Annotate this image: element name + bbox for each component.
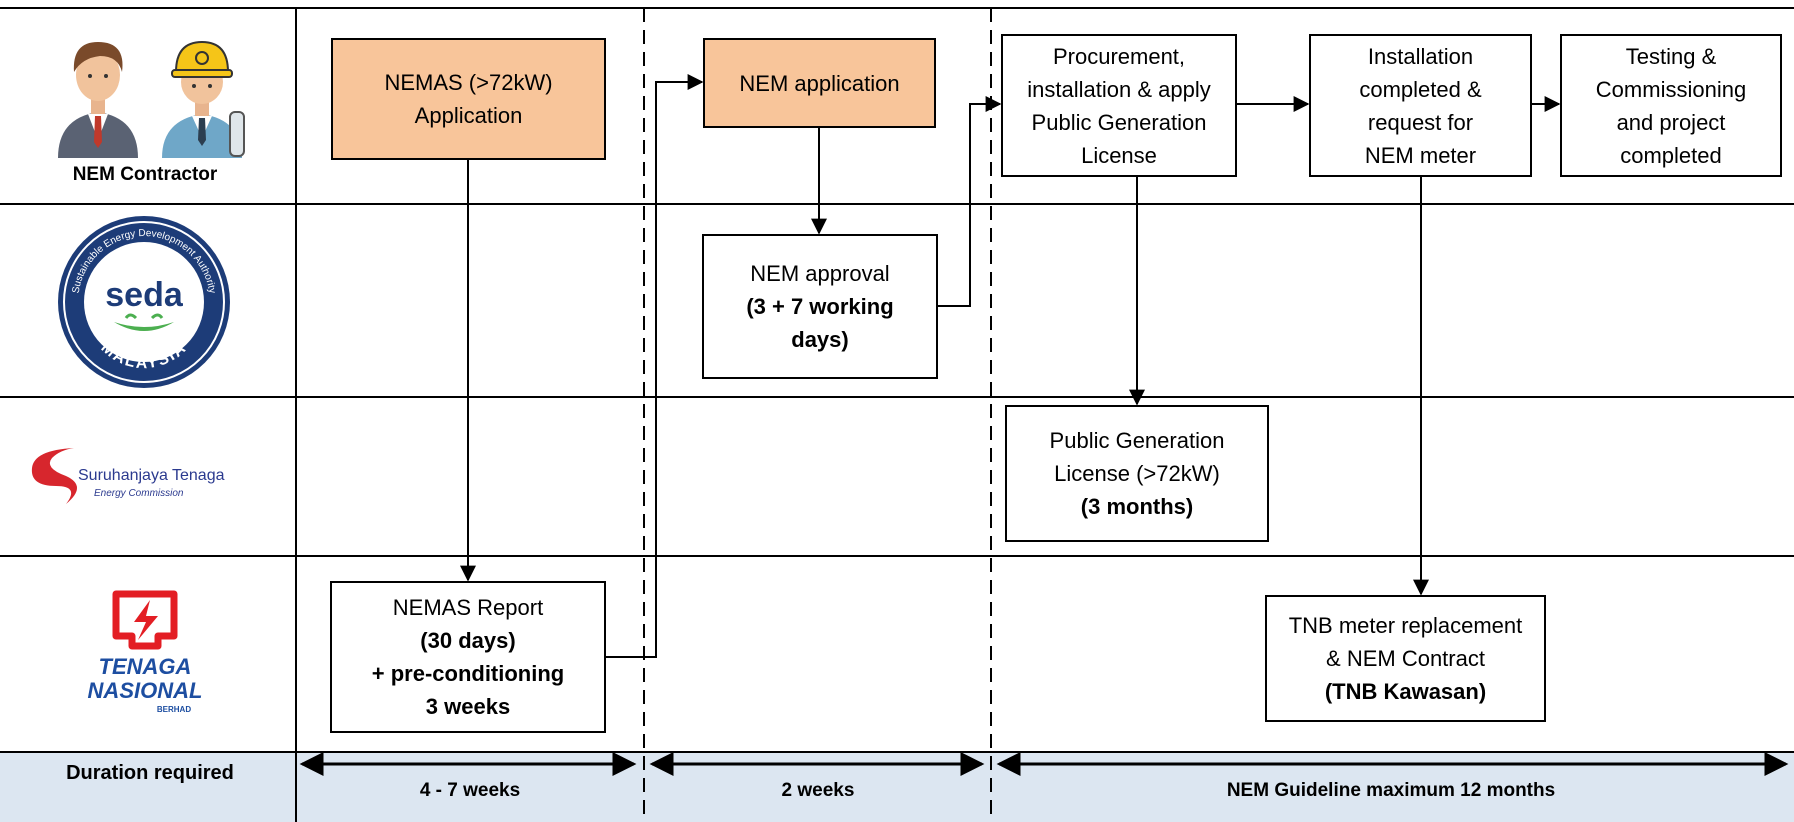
tnb-line1-text: TENAGA — [99, 654, 192, 679]
nem-approval-box: NEM approval (3 + 7 working days) — [702, 234, 938, 379]
hard-hat-icon — [174, 40, 230, 73]
duration-phase-2-label: 2 weeks — [781, 780, 855, 801]
procurement-line-1: Procurement, — [1052, 43, 1186, 69]
nemas-report-box: NEMAS Report (30 days) + pre-conditionin… — [330, 581, 606, 733]
testing-commissioning-box: Testing & Commissioning and project comp… — [1560, 34, 1782, 177]
tnb-meter-line-2: & NEM Contract — [1326, 646, 1485, 671]
nemas-application-line-2: Application — [414, 103, 523, 128]
blueprint-roll-icon — [229, 111, 245, 157]
seda-brand-text: seda — [105, 276, 184, 314]
testing-line-1: Testing & — [1625, 43, 1717, 69]
nemas-report-duration-3: 3 weeks — [425, 694, 511, 719]
nem-application-box: NEM application — [703, 38, 936, 128]
tnb-logo: TENAGA NASIONAL BERHAD — [88, 590, 203, 714]
businessman-tie — [94, 116, 102, 148]
nem-approval-duration-2: days) — [791, 327, 849, 352]
nemas-report-line-1: NEMAS Report — [392, 595, 544, 620]
tnb-meter-line-1: TNB meter replacement — [1288, 613, 1523, 638]
nemas-application-line-1: NEMAS (>72kW) — [384, 70, 553, 95]
nem-application-line-1: NEM application — [739, 70, 900, 96]
st-swoosh-icon — [31, 448, 77, 504]
st-logo: Suruhanjaya Tenaga Energy Commission — [31, 448, 225, 504]
tnb-emblem-icon — [112, 590, 178, 650]
installation-completed-box: Installation completed & request for NEM… — [1309, 34, 1532, 177]
testing-line-4: completed — [1620, 142, 1722, 168]
duration-label: Duration required — [66, 762, 234, 784]
st-sub-text: Energy Commission — [94, 488, 184, 499]
contractor-icons — [58, 40, 245, 158]
tnb-meter-replacement-box: TNB meter replacement & NEM Contract (TN… — [1265, 595, 1546, 722]
duration-phase-1-label: 4 - 7 weeks — [419, 780, 521, 801]
pgl-line-1: Public Generation — [1049, 428, 1225, 453]
installation-line-2: completed & — [1359, 76, 1482, 102]
tnb-meter-location: (TNB Kawasan) — [1324, 679, 1487, 704]
installation-line-3: request for — [1367, 109, 1474, 135]
tnb-line3-text: BERHAD — [157, 705, 191, 714]
procurement-box: Procurement, installation & apply Public… — [1001, 34, 1237, 177]
public-generation-license-box: Public Generation License (>72kW) (3 mon… — [1005, 405, 1269, 542]
tnb-line2-text: NASIONAL — [88, 678, 203, 703]
seda-leaves-icon — [114, 322, 174, 331]
nemas-report-duration-1: (30 days) — [420, 628, 516, 653]
contractor-label: NEM Contractor — [72, 164, 218, 185]
nem-approval-duration-1: (3 + 7 working — [746, 294, 894, 319]
installation-line-4: NEM meter — [1364, 142, 1477, 168]
nemas-report-duration-2: + pre-conditioning — [371, 661, 565, 686]
nem-approval-line-1: NEM approval — [750, 261, 890, 286]
pgl-duration: (3 months) — [1080, 494, 1194, 519]
seda-logo: Sustainable Energy Development Authority… — [58, 216, 230, 388]
procurement-line-4: License — [1081, 142, 1157, 168]
procurement-line-2: installation & apply — [1027, 76, 1211, 102]
procurement-line-3: Public Generation — [1031, 109, 1207, 135]
st-name-text: Suruhanjaya Tenaga — [78, 467, 225, 484]
pgl-line-2: License (>72kW) — [1054, 461, 1220, 486]
nemas-application-box: NEMAS (>72kW) Application — [331, 38, 606, 160]
installation-line-1: Installation — [1367, 43, 1474, 69]
duration-phase-3-label: NEM Guideline maximum 12 months — [1226, 780, 1556, 801]
businessman-face — [76, 49, 120, 101]
testing-line-3: and project — [1616, 109, 1726, 135]
businessman-hair — [73, 42, 123, 72]
testing-line-2: Commissioning — [1595, 76, 1747, 102]
